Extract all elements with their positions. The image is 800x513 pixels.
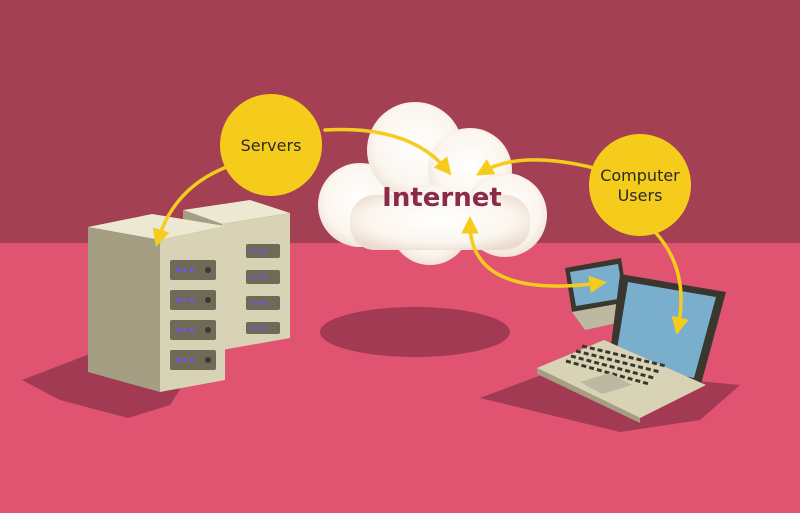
arrow-servers-to-cloud (323, 127, 452, 176)
keyboard-icon (565, 344, 667, 386)
server-rack-front (88, 214, 225, 392)
knob-icon (205, 267, 211, 363)
servers-node: Servers (220, 94, 322, 196)
server-rack-back-slots (246, 244, 280, 334)
arrow-servers-to-rack (152, 163, 234, 247)
arrow-cloud-laptop (461, 216, 607, 294)
led-icon (176, 268, 194, 362)
connection-arrows (152, 127, 689, 335)
cloud-shadow (320, 307, 510, 357)
arrow-users-to-laptop (653, 230, 689, 335)
users-node: Computer Users (589, 134, 691, 236)
users-label-line1: Computer (600, 166, 680, 185)
users-label-line2: Users (618, 186, 663, 205)
laptop-front (537, 274, 726, 423)
arrow-users-to-cloud (475, 158, 596, 176)
servers-label: Servers (241, 136, 302, 155)
touchpad-icon (580, 373, 632, 394)
cloud-label: Internet (382, 183, 502, 213)
led-icon (251, 249, 267, 330)
